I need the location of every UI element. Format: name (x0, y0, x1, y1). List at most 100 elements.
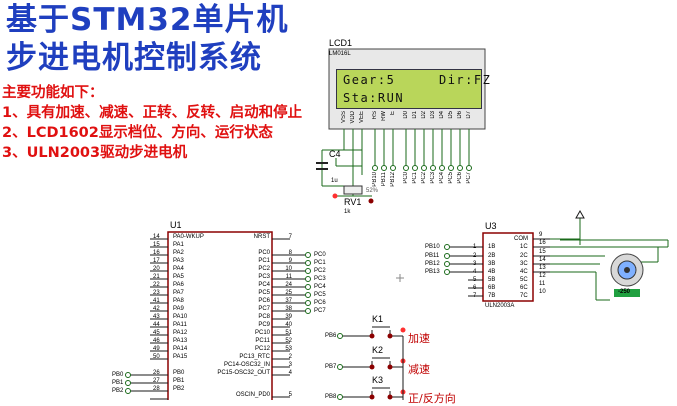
driver-pin-name: COM (514, 236, 528, 242)
driver-out-num: 16 (539, 240, 546, 246)
feature-item-1: 1、具有加速、减速、正转、反转、启动和停止 (2, 105, 303, 121)
mcu-pin-name: PC5 (258, 290, 270, 296)
mcu-right-net: PC0 (314, 252, 326, 258)
mcu-pin-num: 43 (153, 314, 160, 320)
lcd-net-rw: PB11 (381, 172, 387, 187)
mcu-pin-name: PC6 (258, 298, 270, 304)
driver-pin-name: 2C (520, 253, 528, 259)
mcu-pin-name: PB0 (173, 370, 185, 376)
mcu-pin-name: PC8 (258, 314, 270, 320)
cap-value: 1u (331, 178, 338, 184)
lcd-pin-vee: VEE (359, 111, 365, 124)
mcu-pin-name: PC1 (258, 258, 270, 264)
driver-out-num: 15 (539, 249, 546, 255)
lcd-pin-vss: VSS (341, 111, 347, 124)
mcu-pin-name: PB2 (173, 386, 185, 392)
mcu-pin-num: 46 (153, 338, 160, 344)
mcu-pin-num: 4 (288, 370, 292, 376)
mcu-pin-name: PC12 (254, 346, 270, 352)
mcu-pin-name: PA10 (173, 314, 188, 320)
mcu-pin-name: PA13 (173, 338, 188, 344)
mcu-pin-num: 22 (153, 282, 160, 288)
mcu-pin-num: 21 (153, 274, 160, 280)
mcu-left-net-dots (125, 372, 131, 394)
mcu-pin-num: 25 (285, 290, 292, 296)
driver-body (482, 232, 534, 302)
driver-pin-name: 7B (488, 293, 496, 299)
lcd-screen: Gear:5 Dir:FZ Sta:RUN (336, 69, 490, 109)
key-ref[interactable]: K1 (372, 314, 384, 324)
key-net: PB6 (325, 333, 337, 339)
mcu-pin-num: 50 (153, 354, 160, 360)
lcd-net-e: PB12 (390, 172, 396, 187)
motor-readout-box (614, 289, 640, 297)
key-label-decelerate: 减速 (408, 363, 430, 376)
mcu-right-net: PC7 (314, 308, 326, 314)
key-ref[interactable]: K3 (372, 375, 384, 385)
key-net-dots (337, 333, 343, 400)
lcd-model: LM016L (329, 51, 351, 57)
key-ref[interactable]: K2 (372, 345, 384, 355)
driver-in-net: PB12 (425, 261, 440, 267)
mcu-right-net: PC6 (314, 300, 326, 306)
mcu-pin-name: PA3 (173, 258, 184, 264)
mcu-pin-name: PA2 (173, 250, 184, 256)
mcu-pin-name: PA0-WKUP (173, 234, 204, 240)
lcd-pin-d4: D4 (439, 111, 445, 119)
mcu-pin-num: 38 (285, 306, 292, 312)
mcu-pin-name: PC3 (258, 274, 270, 280)
driver-pin-name: 3B (488, 261, 496, 267)
mcu-pin-num: 41 (153, 298, 160, 304)
lcd-net-d7: PC7 (466, 172, 472, 184)
pot-wiper-indicator (368, 198, 374, 204)
lcd-pin-d2: D2 (421, 111, 427, 119)
driver-pin-num: 1 (473, 244, 477, 250)
driver-out-num: 9 (539, 232, 543, 238)
motor-readout: -250 (618, 289, 631, 295)
driver-out-num: 11 (539, 281, 546, 287)
driver-pin-num: 5 (473, 277, 477, 283)
motor-wiring (550, 216, 669, 301)
mcu-pin-num: 52 (285, 338, 292, 344)
mcu-pin-name: PA1 (173, 242, 184, 248)
mcu-left-net: PB0 (112, 372, 124, 378)
mcu-pin-num: 42 (153, 306, 160, 312)
lcd-net-d6: PC6 (457, 172, 463, 184)
mcu-pin-num: 14 (153, 234, 160, 240)
mcu-pin-name: PA4 (173, 266, 184, 272)
mcu-pin-name: PC10 (254, 330, 270, 336)
pot-value: 1k (344, 209, 351, 215)
mcu-pin-name: PB1 (173, 378, 185, 384)
cap-ref: C4 (329, 149, 341, 159)
cap-pot-wiring (321, 149, 372, 197)
mcu-pin-num: 20 (153, 266, 160, 272)
driver-pin-name: 3C (520, 261, 528, 267)
driver-pin-name: 5C (520, 277, 528, 283)
mcu-pin-num: 37 (285, 298, 292, 304)
mcu-pin-num: 26 (153, 370, 160, 376)
feature-item-2: 2、LCD1602显示档位、方向、运行状态 (2, 125, 273, 141)
lcd-net-d5: PC5 (448, 172, 454, 184)
driver-pin-name: 6C (520, 285, 528, 291)
mcu-left-net: PB1 (112, 380, 124, 386)
lcd-pin-rs: RS (372, 111, 378, 120)
driver-out-num: 10 (539, 289, 546, 295)
mcu-pin-num: 9 (288, 258, 292, 264)
driver-pin-num: 2 (473, 253, 477, 259)
mcu-pin-num: 44 (153, 322, 160, 328)
lcd-pin-d5: D5 (448, 111, 454, 119)
driver-pin-name: 1B (488, 244, 496, 250)
mcu-pin-num: 11 (285, 274, 292, 280)
driver-ref: U3 (485, 221, 497, 231)
mcu-right-net: PC2 (314, 268, 326, 274)
driver-out-num: 13 (539, 265, 546, 271)
lcd-pin-d1: D1 (412, 111, 418, 119)
mcu-pin-name: PC2 (258, 266, 270, 272)
mcu-pin-num: 27 (153, 378, 160, 384)
lcd-net-d3: PC3 (430, 172, 436, 184)
lcd-pin-d0: D0 (403, 111, 409, 119)
driver-pin-num: 6 (473, 285, 477, 291)
lcd-pin-e: E (390, 111, 396, 116)
pot-ref: RV1 (344, 197, 362, 207)
